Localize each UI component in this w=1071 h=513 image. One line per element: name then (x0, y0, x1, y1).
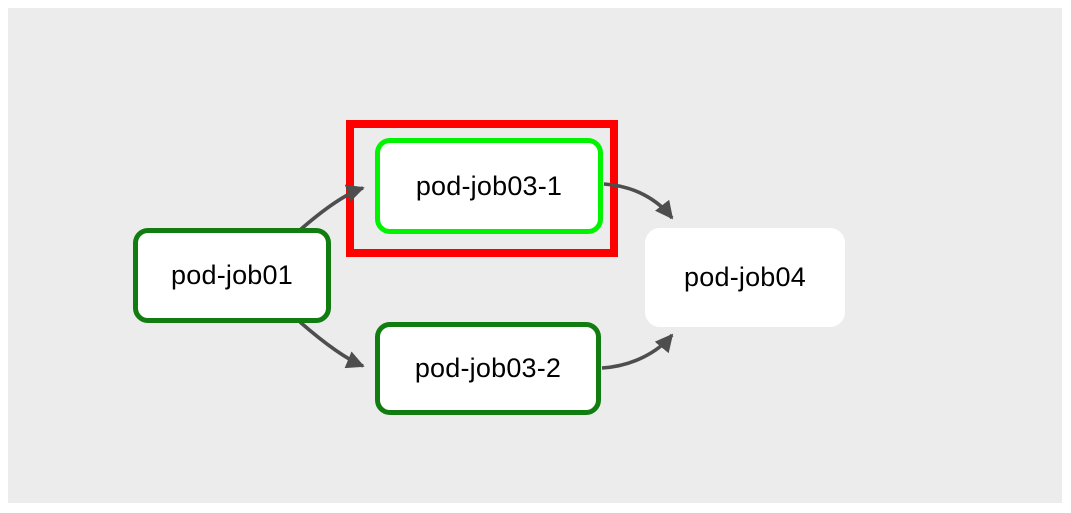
node-pod-job04-label: pod-job04 (684, 262, 806, 292)
node-pod-job03-2-label: pod-job03-2 (414, 353, 562, 383)
node-pod-job04[interactable]: pod-job04 (645, 228, 845, 327)
node-pod-job01[interactable]: pod-job01 (133, 228, 331, 323)
node-pod-job03-2[interactable]: pod-job03-2 (375, 322, 601, 415)
node-pod-job01-label: pod-job01 (171, 260, 293, 290)
node-pod-job03-1[interactable]: pod-job03-1 (375, 138, 603, 234)
node-pod-job03-1-label: pod-job03-1 (415, 170, 563, 201)
